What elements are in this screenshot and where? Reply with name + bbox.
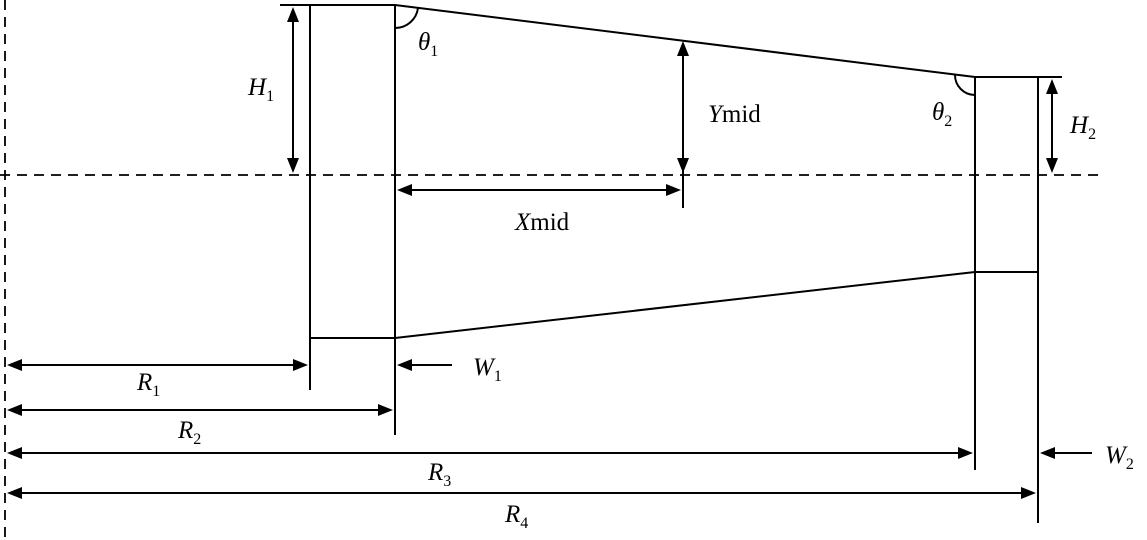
xmid-arrow-left (397, 184, 412, 196)
r1-arrow-right (293, 359, 308, 371)
theta2-arc (954, 74, 976, 96)
label-r4: R4 (504, 501, 528, 532)
w2-arrow (1040, 447, 1055, 459)
label-r1: R1 (136, 369, 160, 400)
label-r3: R3 (427, 459, 451, 490)
ymid-arrow-up (677, 41, 689, 56)
r2-arrow-left (7, 404, 22, 416)
upper-taper-line (394, 4, 976, 78)
label-w1: W1 (473, 354, 502, 385)
h1-arrow-up (287, 7, 299, 22)
w1-arrow (397, 359, 412, 371)
xmid-arrow-right (666, 184, 681, 196)
label-theta2: θ2 (932, 99, 952, 130)
label-w2: W2 (1105, 442, 1134, 473)
r3-arrow-left (7, 447, 22, 459)
r4-arrow-right (1021, 487, 1036, 499)
r1-arrow-left (7, 359, 22, 371)
label-theta1: θ1 (418, 29, 438, 60)
ymid-arrow-down (677, 158, 689, 173)
h1-arrow-down (287, 158, 299, 173)
label-xmid: Xmid (514, 209, 570, 236)
label-h1: H1 (247, 74, 274, 105)
theta1-arc (394, 7, 419, 30)
h2-arrow-down (1046, 158, 1058, 173)
r3-arrow-right (958, 447, 973, 459)
r4-arrow-left (7, 487, 22, 499)
lower-taper-line (394, 271, 976, 339)
label-ymid: Ymid (708, 101, 761, 128)
r2-arrow-right (378, 404, 393, 416)
label-r2: R2 (177, 417, 201, 448)
h2-arrow-up (1046, 79, 1058, 94)
label-h2: H2 (1069, 112, 1096, 143)
